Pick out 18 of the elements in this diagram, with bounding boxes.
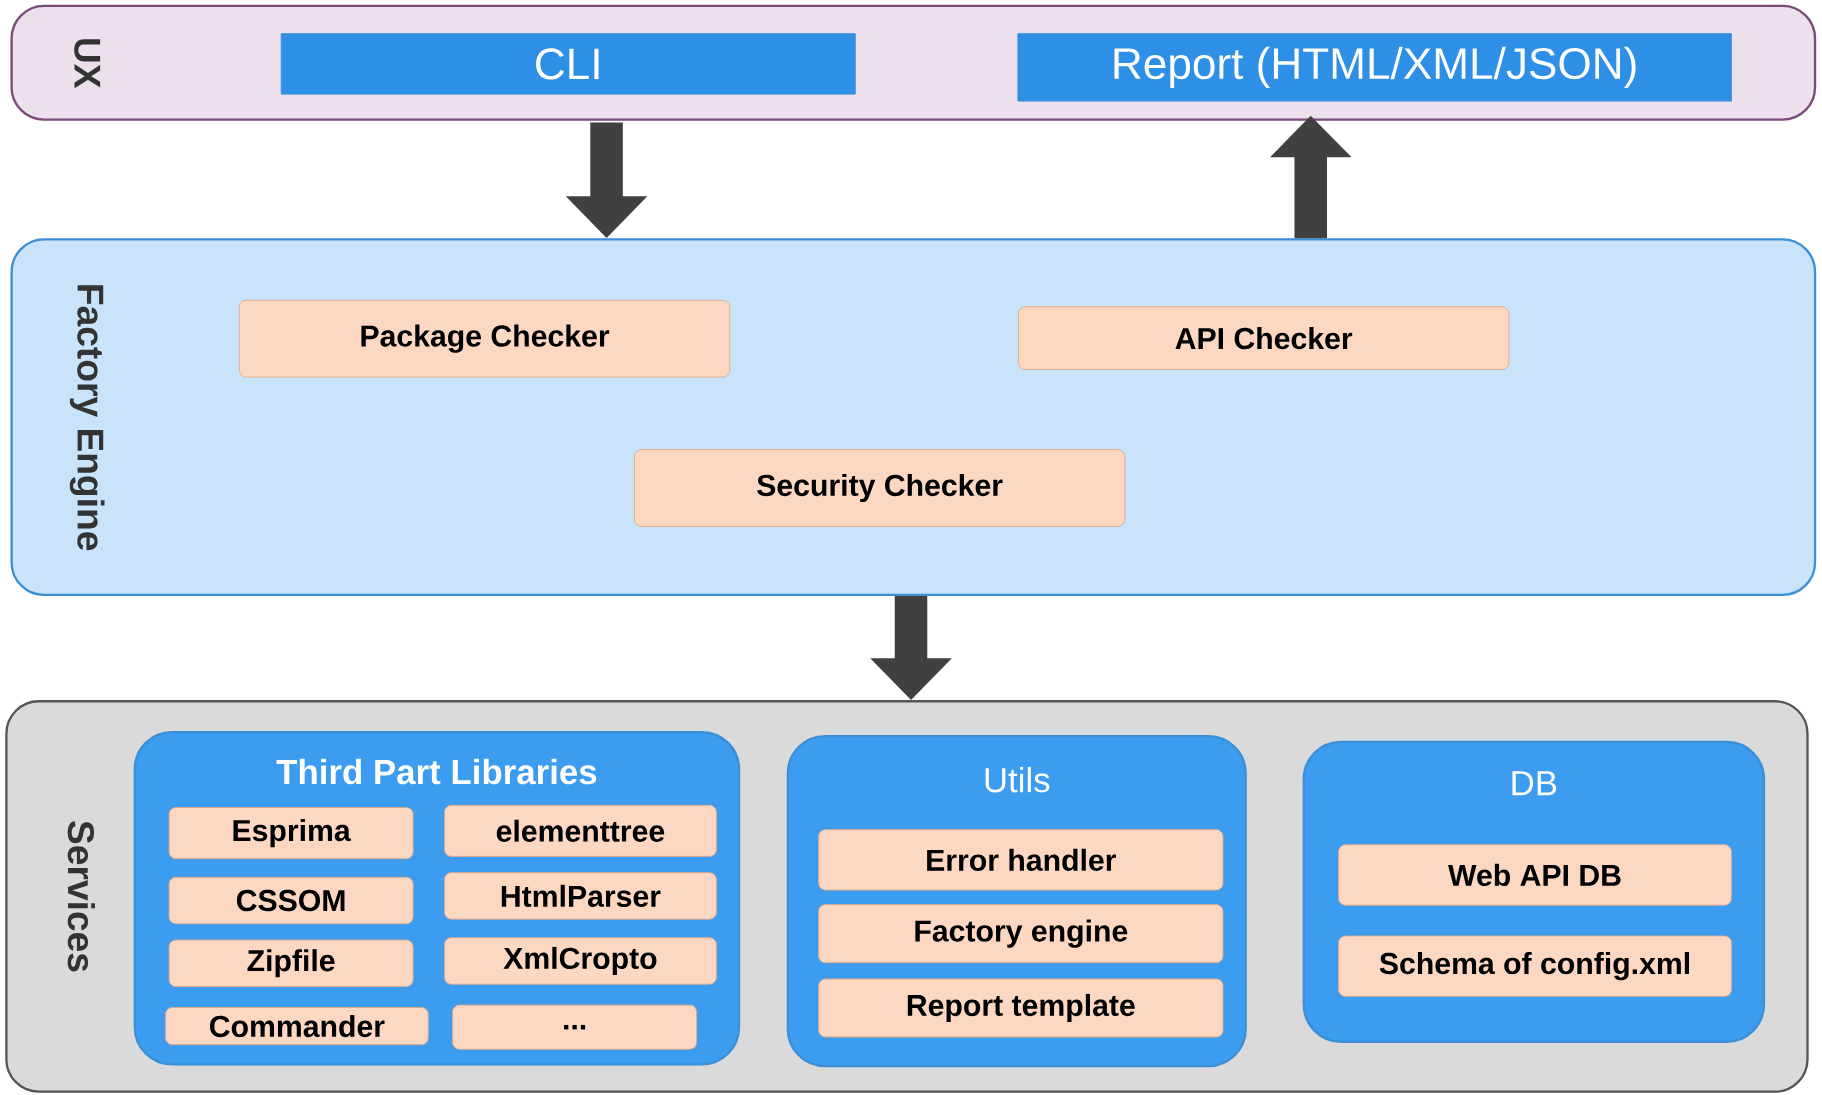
component-box: Report template [818,978,1224,1038]
component-box: Package Checker [238,300,731,378]
component-box: CSSOM [168,877,414,925]
component-box: Esprima [168,807,414,860]
component-box: Web API DB [1338,844,1732,906]
component-box: Schema of config.xml [1338,935,1732,998]
ui-box: CLI [280,33,856,95]
component-box: ... [452,1004,698,1050]
component-box: Factory engine [818,904,1224,964]
ui-box: Report (HTML/XML/JSON) [1017,33,1732,102]
component-box: HtmlParser [444,872,717,920]
component-box: Zipfile [168,939,414,988]
component-box: API Checker [1018,306,1510,371]
component-box: XmlCropto [444,937,717,985]
component-box: Commander [165,1007,429,1046]
component-box: Error handler [818,829,1224,891]
component-box: elementtree [444,805,717,858]
component-box: Security Checker [634,449,1126,528]
